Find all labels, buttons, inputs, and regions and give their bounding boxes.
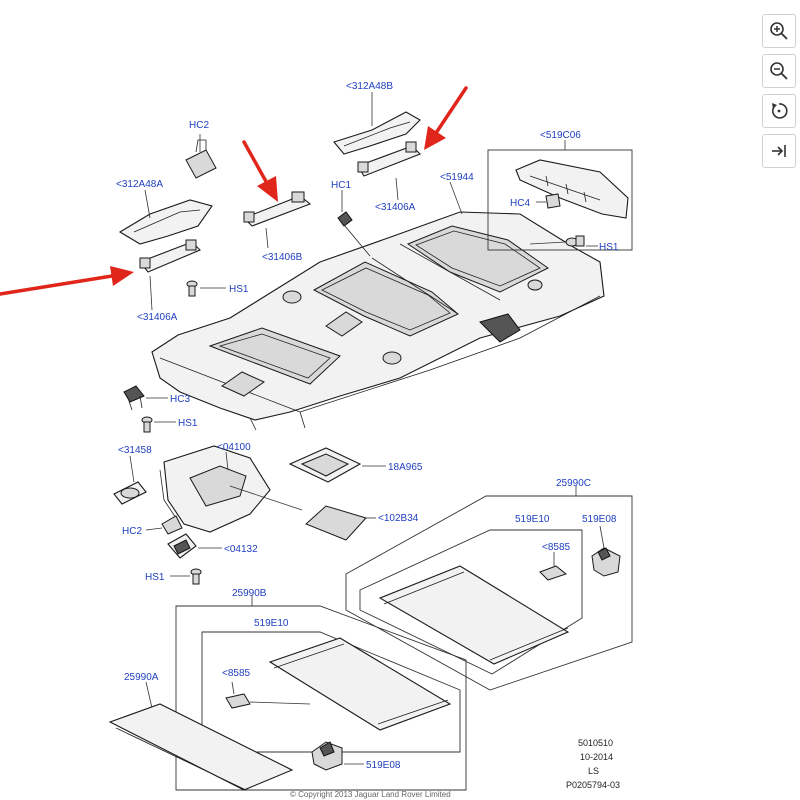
motor-519e08-right <box>591 547 621 577</box>
label-hs1-mid: HS1 <box>178 418 198 429</box>
red-arrow-top-center <box>242 140 278 202</box>
rotate-icon <box>771 103 788 119</box>
label-519e10-left: 519E10 <box>254 618 289 629</box>
clip-hc2-bottom <box>161 515 183 535</box>
viewer-toolbar <box>762 14 796 174</box>
headliner-panel <box>151 211 605 431</box>
label-25990c: 25990C <box>556 478 591 489</box>
screw-hs1-left <box>186 280 198 297</box>
screw-hs1-bottom <box>190 568 202 585</box>
fit-icon <box>772 145 786 157</box>
label-8585-right: <8585 <box>542 542 571 553</box>
screw-hs1-right <box>565 235 585 247</box>
box-519c06 <box>487 149 633 251</box>
red-arrow-left <box>0 266 134 296</box>
meta-line-2: 10-2014 <box>580 752 613 762</box>
bracket-312a48a <box>118 199 213 245</box>
bracket-04132 <box>167 533 197 559</box>
label-hc4: HC4 <box>510 198 530 209</box>
grab-handle-31406b <box>243 191 312 227</box>
mirror-31458 <box>113 481 147 505</box>
label-25990a: 25990A <box>124 672 159 683</box>
zoom-in-button[interactable] <box>762 14 796 48</box>
label-102b34: <102B34 <box>378 513 419 524</box>
label-31406a-right: <31406A <box>375 202 416 213</box>
label-hc1: HC1 <box>331 180 351 191</box>
label-31406a-left: <31406A <box>137 312 178 323</box>
zoom-out-button[interactable] <box>762 54 796 88</box>
roller-blind-left <box>268 637 452 731</box>
motor-519e08-bottom <box>311 741 343 771</box>
zoom-in-icon <box>770 22 788 40</box>
console-18a965 <box>288 447 362 483</box>
grab-handle-31406a-right <box>357 141 421 177</box>
trim-panel-519c06 <box>515 159 629 219</box>
label-31458: <31458 <box>118 445 152 456</box>
label-18a965: 18A965 <box>388 462 423 473</box>
box-25990c <box>345 495 633 691</box>
label-312a48b: <312A48B <box>346 81 393 92</box>
clip-hc2-top <box>185 139 217 179</box>
red-arrow-top-right <box>424 86 468 150</box>
label-519e08-bottom: 519E08 <box>366 760 401 771</box>
label-hc2-bottom: HC2 <box>122 526 142 537</box>
label-312a48a: <312A48A <box>116 179 163 190</box>
grab-handle-31406a-left <box>139 239 201 273</box>
label-04132: <04132 <box>224 544 258 555</box>
screw-hs1-mid <box>141 416 153 433</box>
copyright-footer: © Copyright 2013 Jaguar Land Rover Limit… <box>290 790 451 799</box>
label-tag-8585-left <box>225 693 251 709</box>
label-519e10-right: 519E10 <box>515 514 550 525</box>
meta-line-3: LS <box>588 766 599 776</box>
sun-visor-04100 <box>159 445 271 533</box>
bracket-312a48b <box>333 111 421 155</box>
pad-102b34 <box>305 505 367 541</box>
rotate-button[interactable] <box>762 94 796 128</box>
meta-line-4: P0205794-03 <box>566 780 620 790</box>
label-25990b: 25990B <box>232 588 267 599</box>
zoom-out-icon <box>770 62 788 80</box>
box-25990b <box>175 605 467 791</box>
label-tag-8585-right <box>539 565 568 581</box>
clip-hc4 <box>545 193 561 209</box>
label-519e08-right: 519E08 <box>582 514 617 525</box>
label-51944: <51944 <box>440 172 474 183</box>
label-hs1-right: HS1 <box>599 242 619 253</box>
label-hc3: HC3 <box>170 394 190 405</box>
label-31406b: <31406B <box>262 252 303 263</box>
clip-hc3 <box>123 385 145 411</box>
box-519e10-right <box>359 529 583 675</box>
label-hc2-top: HC2 <box>189 120 209 131</box>
label-8585-left: <8585 <box>222 668 251 679</box>
label-04100: <04100 <box>217 442 251 453</box>
roller-blind-right <box>378 565 570 665</box>
label-519c06: <519C06 <box>540 130 581 141</box>
meta-line-1: 5010510 <box>578 738 613 748</box>
label-hs1-left: HS1 <box>229 284 249 295</box>
fit-button[interactable] <box>762 134 796 168</box>
clip-hc1 <box>337 211 371 257</box>
load-cover-25990a <box>108 703 294 791</box>
label-hs1-bottom: HS1 <box>145 572 165 583</box>
